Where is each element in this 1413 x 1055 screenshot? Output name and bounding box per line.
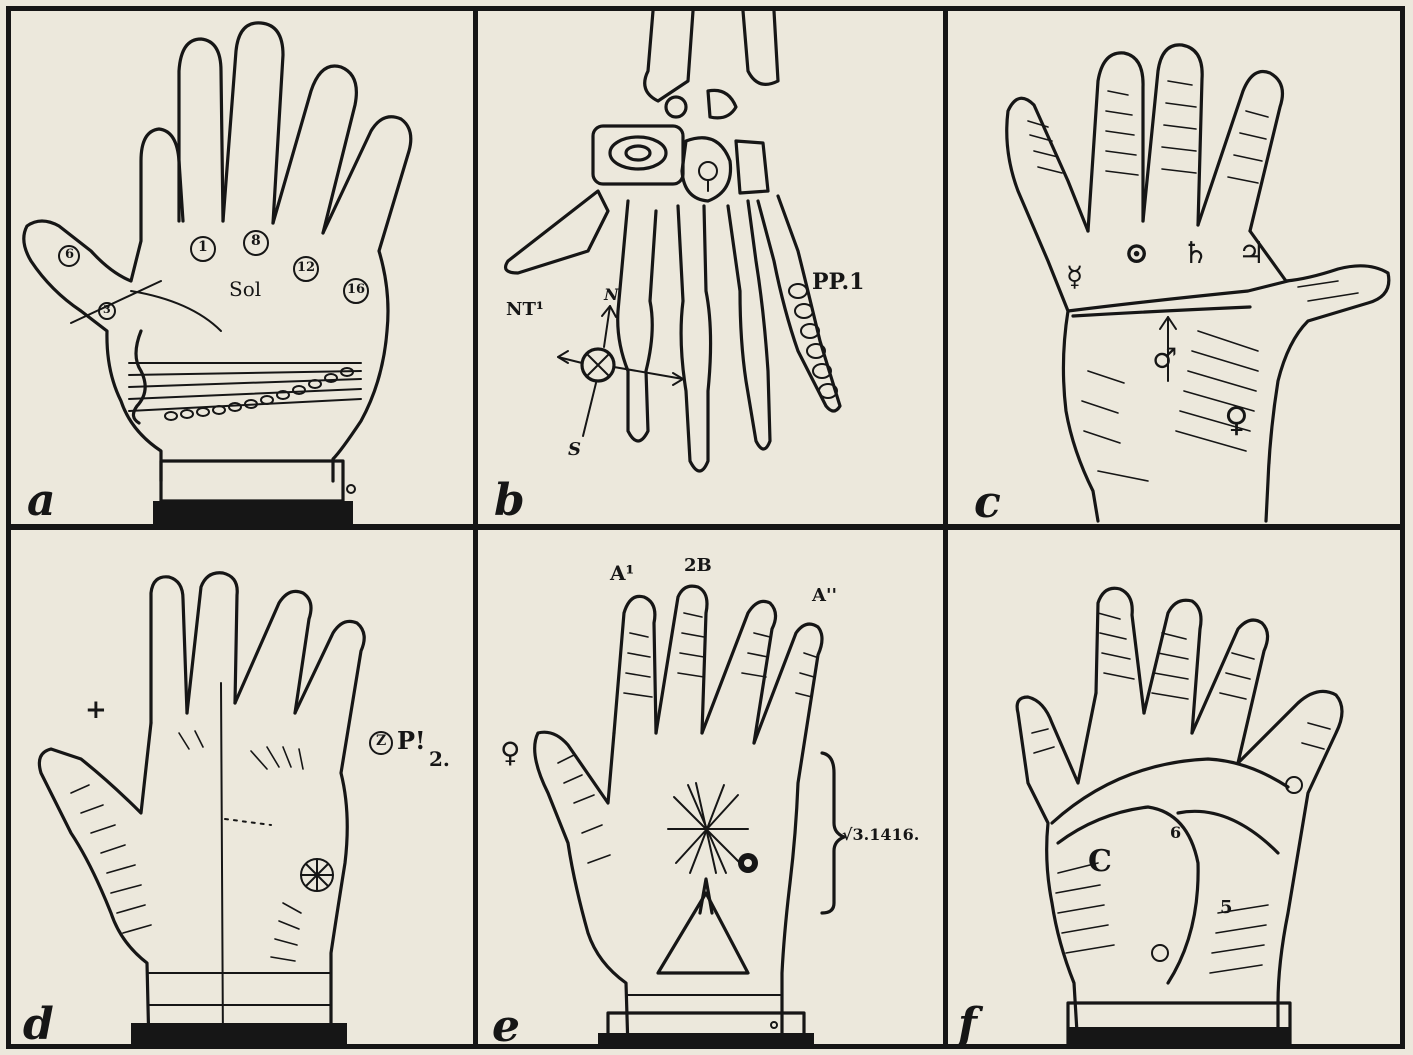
divider-horizontal — [6, 524, 1405, 530]
